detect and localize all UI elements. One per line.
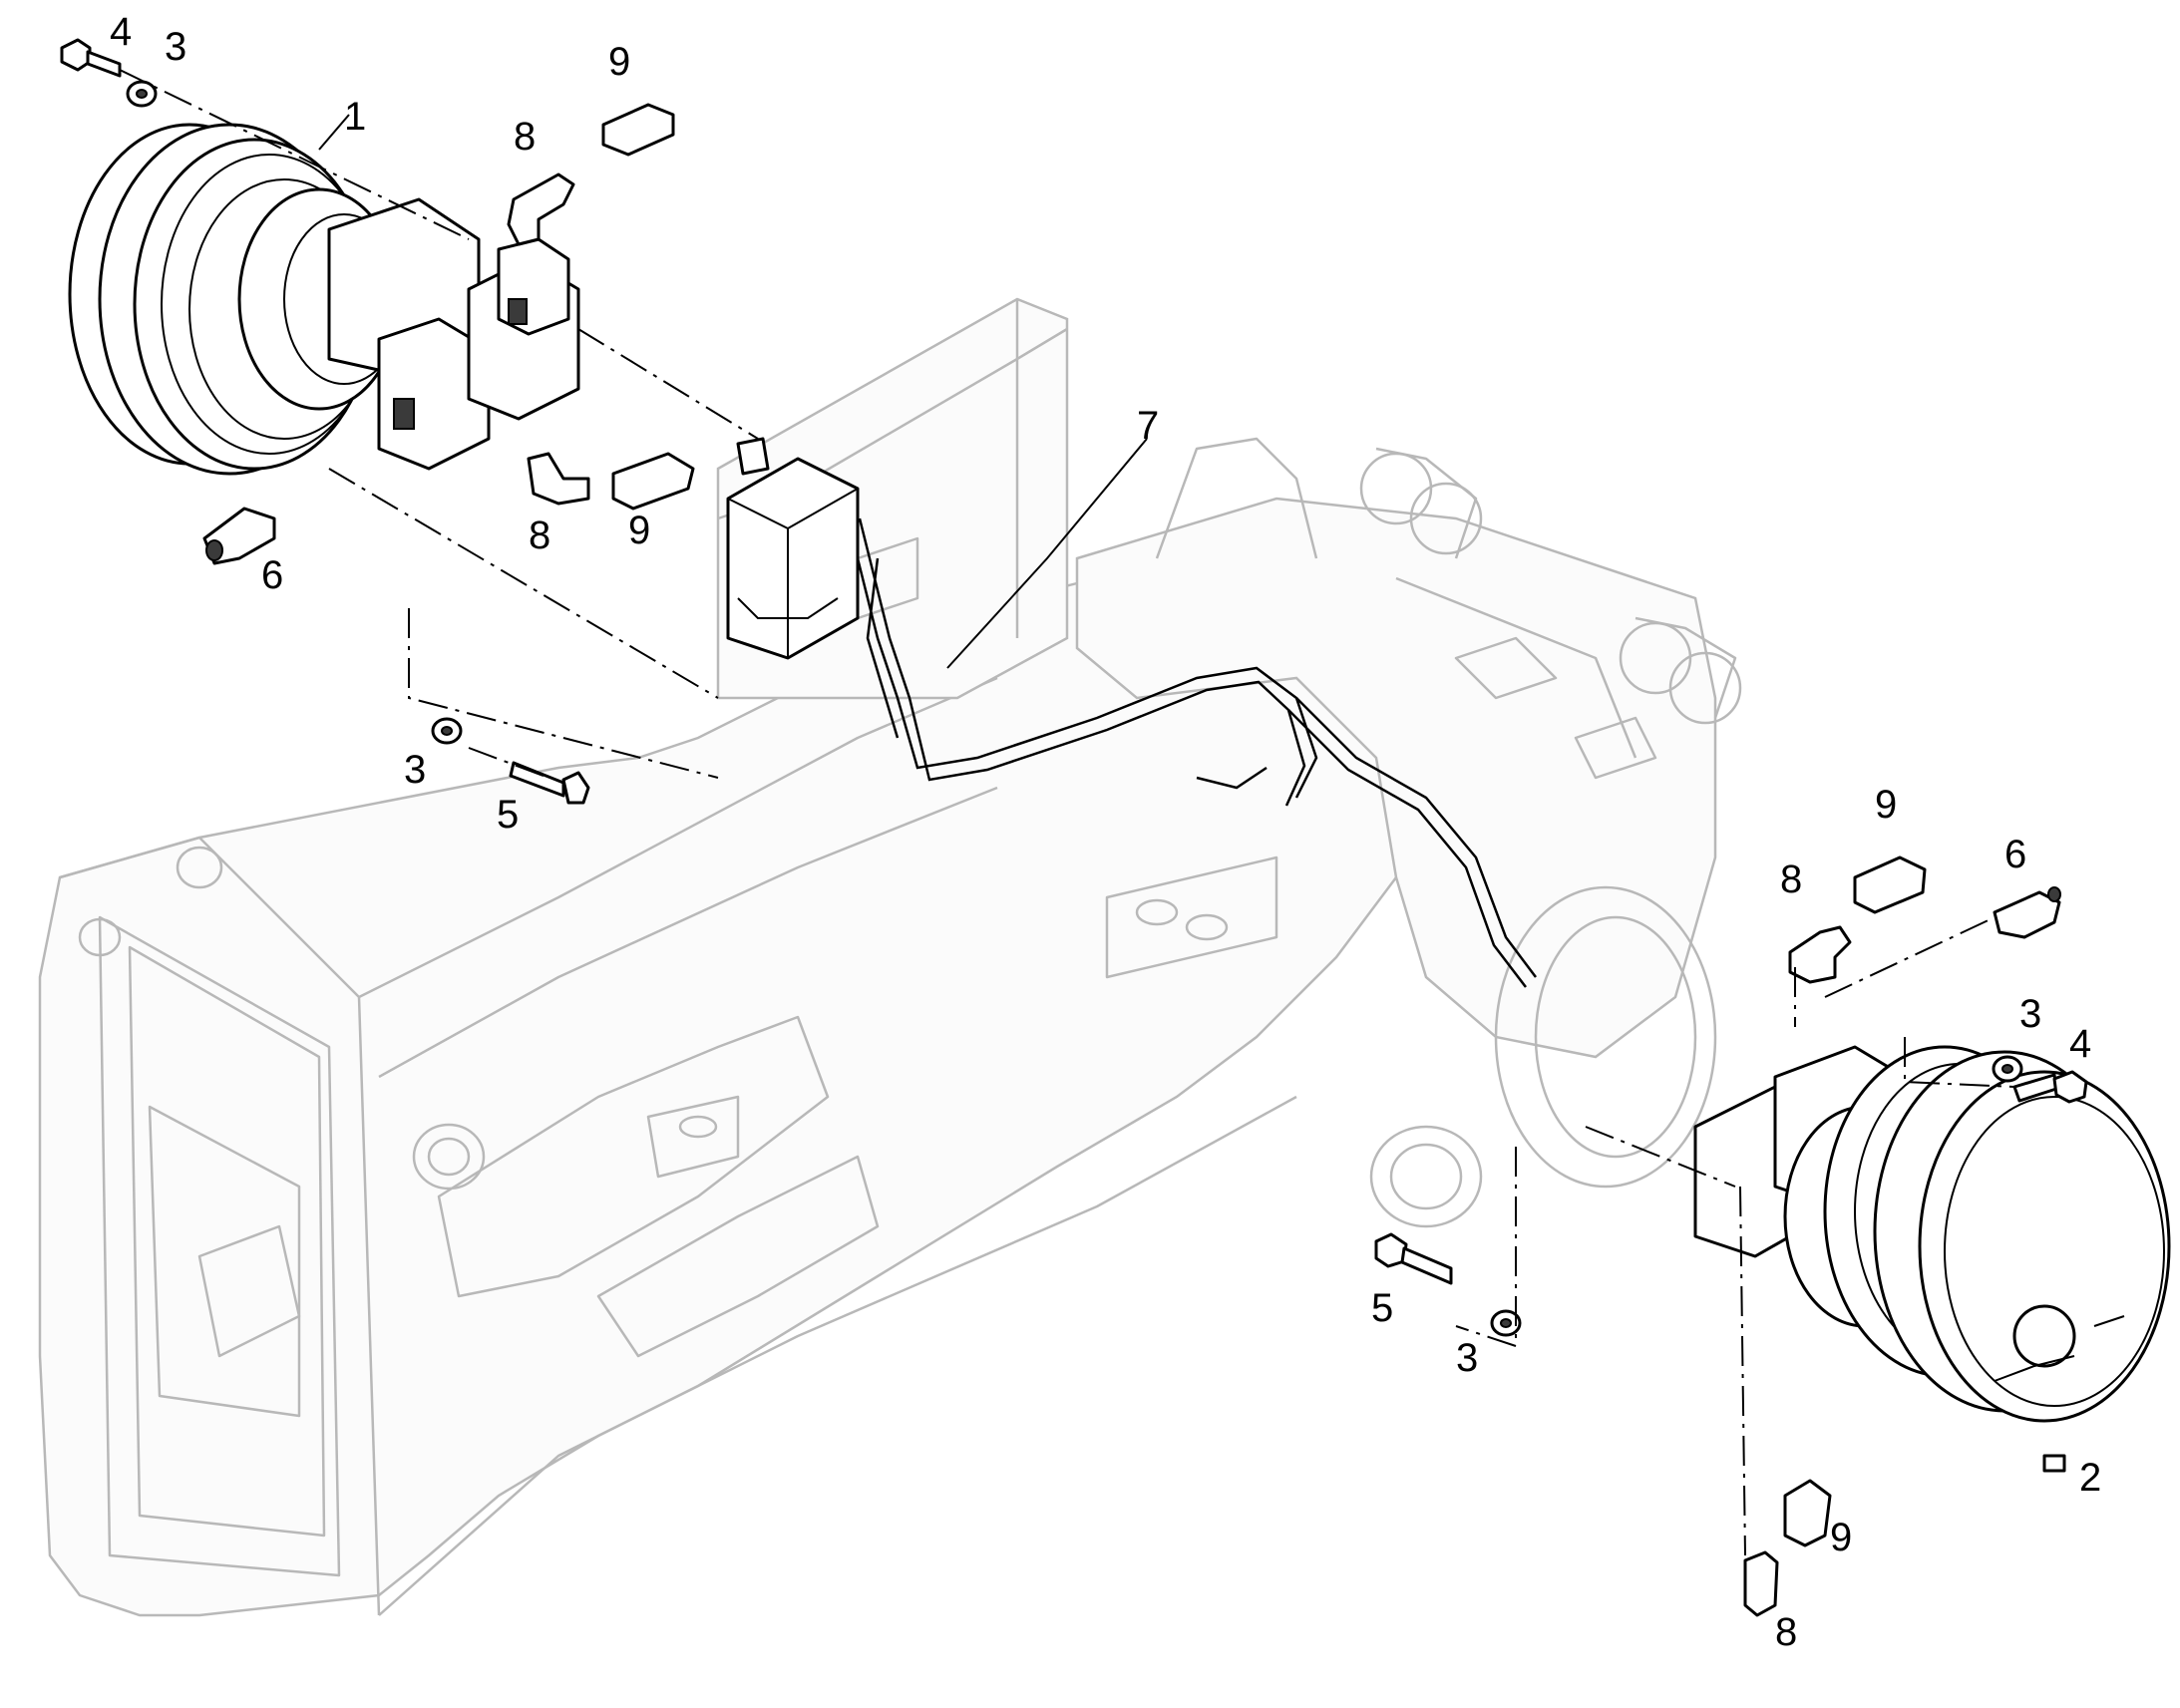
callout-8: 8 [514, 115, 536, 159]
callout-6: 6 [2004, 833, 2026, 876]
callout-9: 9 [608, 40, 630, 84]
callout-9: 9 [1830, 1516, 1852, 1559]
callout-5: 5 [1371, 1286, 1393, 1330]
callout-3: 3 [2019, 992, 2041, 1036]
hose-harness [726, 437, 1537, 988]
callout-4: 4 [2069, 1022, 2091, 1066]
callout-8: 8 [1775, 1610, 1797, 1654]
callout-6: 6 [261, 553, 283, 597]
callout-1: 1 [344, 95, 366, 139]
callout-labels: 4 3 1 9 8 7 8 9 6 3 5 9 8 6 3 4 5 3 2 9 … [110, 10, 2101, 1654]
callout-8: 8 [1780, 857, 1802, 901]
callout-9: 9 [1875, 783, 1897, 827]
fasteners-and-fittings [60, 38, 2088, 1617]
callout-3: 3 [404, 748, 426, 792]
travel-motor-left [68, 123, 580, 476]
callout-7: 7 [1137, 404, 1159, 448]
callout-2: 2 [2079, 1456, 2101, 1500]
callout-3: 3 [165, 25, 186, 69]
machine-frame [38, 297, 1742, 1617]
callout-5: 5 [497, 793, 519, 837]
callout-4: 4 [110, 10, 132, 54]
callout-8: 8 [529, 513, 550, 557]
leader-lines [119, 69, 2015, 1556]
callout-3: 3 [1456, 1336, 1478, 1380]
callout-9: 9 [628, 509, 650, 552]
travel-motor-right [1693, 1045, 2171, 1473]
